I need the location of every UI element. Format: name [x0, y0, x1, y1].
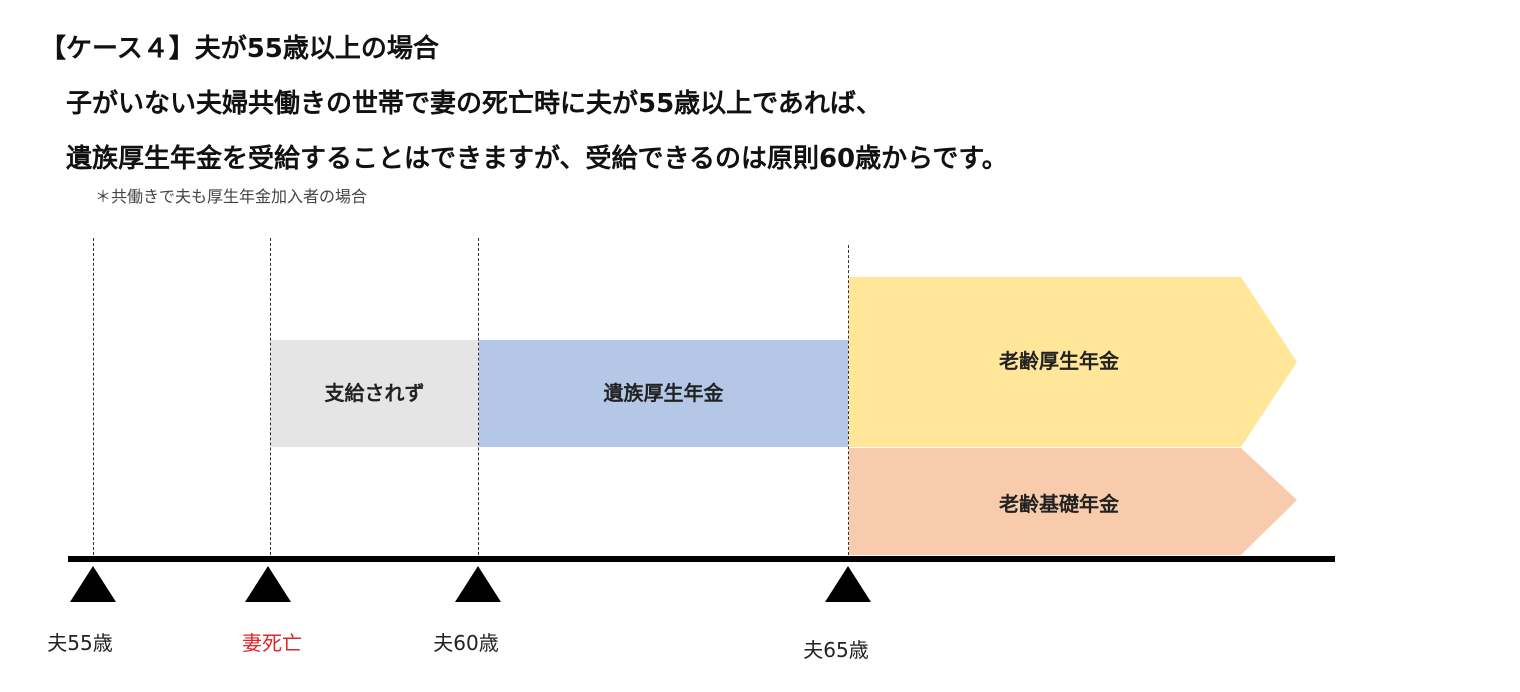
- survivor-pension-label: 遺族厚生年金: [603, 381, 724, 405]
- not-paid-bar: 支給されず: [271, 340, 478, 447]
- old-age-employee-pension-arrow: [849, 277, 1297, 447]
- guide-line-65: [848, 245, 849, 560]
- timeline-label-wife-death: 妻死亡: [242, 631, 302, 655]
- timeline-label-60: 夫60歳: [433, 631, 499, 655]
- description-line-1: 子がいない夫婦共働きの世帯で妻の死亡時に夫が55歳以上であれば、: [66, 89, 882, 119]
- old-age-basic-pension-label: 老齢基礎年金: [999, 492, 1119, 516]
- marker-triangle-65: [825, 566, 871, 602]
- old-age-basic-pension-arrow: [849, 448, 1297, 555]
- guide-line-55: [93, 238, 94, 560]
- timeline-label-65: 夫65歳: [803, 638, 869, 662]
- footnote: ＊共働きで夫も厚生年金加入者の場合: [95, 187, 368, 206]
- description-line-2: 遺族厚生年金を受給することはできますが、受給できるのは原則60歳からです。: [66, 144, 1008, 174]
- timeline-label-55: 夫55歳: [47, 631, 113, 655]
- survivor-pension-bar: 遺族厚生年金: [479, 340, 848, 447]
- marker-triangle-wife-death: [245, 566, 291, 602]
- marker-triangle-60: [455, 566, 501, 602]
- marker-triangle-55: [70, 566, 116, 602]
- guide-line-wife-death: [270, 238, 271, 560]
- old-age-employee-pension-label: 老齢厚生年金: [999, 349, 1119, 373]
- timeline-axis: [68, 556, 1335, 562]
- diagram-title: 【ケース４】夫が55歳以上の場合: [40, 34, 439, 64]
- not-paid-label: 支給されず: [324, 381, 425, 405]
- guide-line-60: [478, 238, 479, 560]
